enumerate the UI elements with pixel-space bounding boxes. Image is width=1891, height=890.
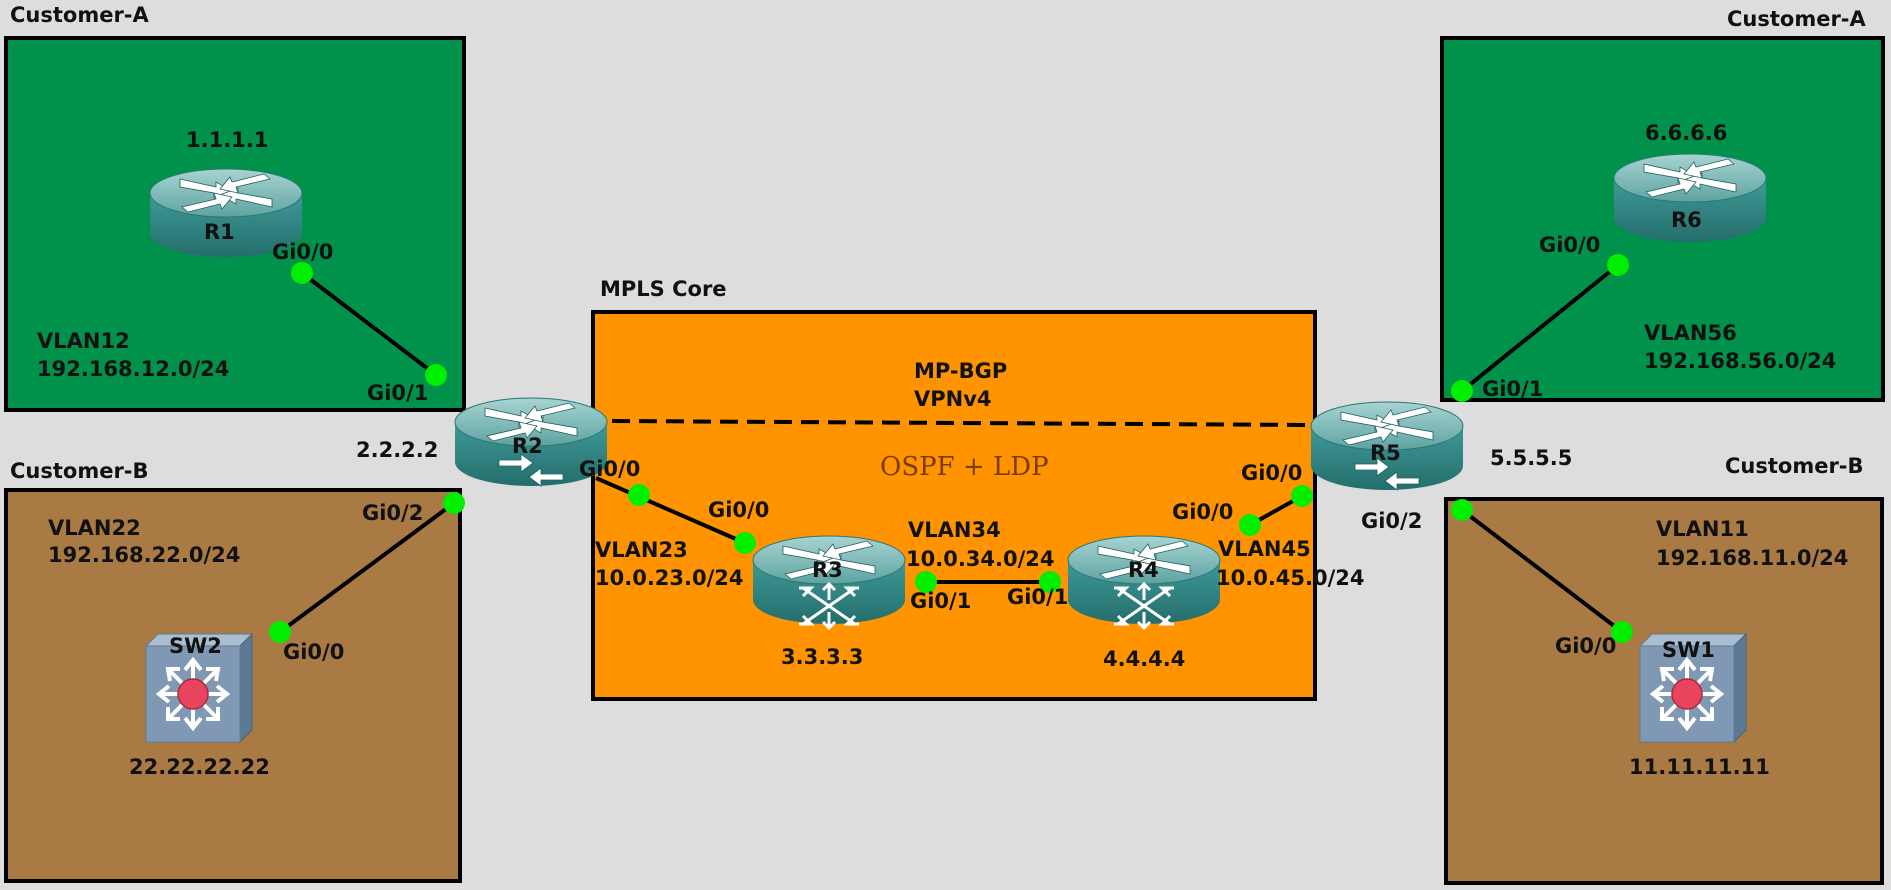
vlan11-name: VLAN11 <box>1656 517 1749 541</box>
vlan12-subnet: 192.168.12.0/24 <box>37 357 230 381</box>
r3-gi01-label: Gi0/1 <box>910 589 972 613</box>
interface-dot-r5-gi01 <box>1451 380 1473 402</box>
vlan34-name: VLAN34 <box>908 518 1001 542</box>
r5-name: R5 <box>1370 441 1401 465</box>
vlan12-name: VLAN12 <box>37 329 130 353</box>
sw2-name: SW2 <box>169 634 222 658</box>
interface-dot-r3-gi00 <box>734 532 756 554</box>
vlan22-name: VLAN22 <box>48 516 141 540</box>
r4-name: R4 <box>1128 558 1159 582</box>
vlan45-name: VLAN45 <box>1218 537 1311 561</box>
r6-name: R6 <box>1671 208 1702 232</box>
vlan45-subnet: 10.0.45.0/24 <box>1216 566 1365 590</box>
vlan22-subnet: 192.168.22.0/24 <box>48 543 241 567</box>
r4-gi00-label: Gi0/0 <box>1172 500 1234 524</box>
vpnv4-label: VPNv4 <box>914 387 992 411</box>
interface-dot-r5-gi02 <box>1451 499 1473 521</box>
interface-dot-r5-gi00 <box>1291 485 1313 507</box>
r5-gi01-label: Gi0/1 <box>1482 377 1544 401</box>
r4-ip: 4.4.4.4 <box>1103 647 1186 671</box>
r3-gi00-label: Gi0/0 <box>708 498 770 522</box>
link-r2-r3 <box>595 476 746 545</box>
sw1-ip: 11.11.11.11 <box>1629 755 1770 779</box>
vlan56-name: VLAN56 <box>1644 321 1737 345</box>
r5-ip: 5.5.5.5 <box>1490 446 1573 470</box>
customer-b-left-title: Customer-B <box>10 459 149 483</box>
r2-gi01-label: Gi0/1 <box>367 381 429 405</box>
interface-dot-r4-gi00 <box>1239 514 1261 536</box>
mpls-core-zone <box>591 310 1317 701</box>
interface-dot-r4-gi01 <box>1039 571 1061 593</box>
interface-dot-r2-gi02 <box>443 492 465 514</box>
r1-name: R1 <box>204 220 235 244</box>
interface-dot-sw1-gi00 <box>1611 621 1633 643</box>
customer-b-right-title: Customer-B <box>1725 454 1864 478</box>
mpbgp-label: MP-BGP <box>914 359 1008 383</box>
r5-gi02-label: Gi0/2 <box>1361 509 1423 533</box>
sw1-gi00-label: Gi0/0 <box>1555 634 1617 658</box>
r2-gi00-label: Gi0/0 <box>579 457 641 481</box>
r3-name: R3 <box>812 558 843 582</box>
r3-ip: 3.3.3.3 <box>781 645 864 669</box>
vlan56-subnet: 192.168.56.0/24 <box>1644 349 1837 373</box>
vlan34-subnet: 10.0.34.0/24 <box>906 547 1055 571</box>
mpls-core-title: MPLS Core <box>600 277 727 301</box>
link-r5-sw1 <box>1460 508 1624 634</box>
link-r1-r2 <box>300 271 438 377</box>
sw2-ip: 22.22.22.22 <box>129 755 270 779</box>
interface-dot-r1-gi00 <box>291 262 313 284</box>
r2-name: R2 <box>512 434 543 458</box>
interface-dot-r2-gi00 <box>628 484 650 506</box>
vlan23-subnet: 10.0.23.0/24 <box>595 566 744 590</box>
link-r2-sw2 <box>278 501 456 634</box>
vlan23-name: VLAN23 <box>595 538 688 562</box>
interface-dot-r3-gi01 <box>915 571 937 593</box>
r6-gi00-label: Gi0/0 <box>1539 233 1601 257</box>
r1-gi00-label: Gi0/0 <box>272 240 334 264</box>
r2-gi02-label: Gi0/2 <box>362 501 424 525</box>
r5-gi00-label: Gi0/0 <box>1241 461 1303 485</box>
interface-dot-r2-gi01 <box>425 364 447 386</box>
interface-dot-r6-gi00 <box>1607 254 1629 276</box>
sw2-gi00-label: Gi0/0 <box>283 640 345 664</box>
link-r5-r6 <box>1460 263 1620 393</box>
customer-a-right-title: Customer-A <box>1727 7 1866 31</box>
customer-a-left-title: Customer-A <box>10 3 149 27</box>
mpbgp-session-line <box>611 419 1314 427</box>
r6-ip: 6.6.6.6 <box>1645 121 1728 145</box>
r4-gi01-label: Gi0/1 <box>1007 585 1069 609</box>
ospf-ldp-label: OSPF + LDP <box>880 452 1049 482</box>
sw1-name: SW1 <box>1662 638 1715 662</box>
r2-ip: 2.2.2.2 <box>356 438 439 462</box>
interface-dot-sw2-gi00 <box>269 621 291 643</box>
r1-ip: 1.1.1.1 <box>186 128 269 152</box>
vlan11-subnet: 192.168.11.0/24 <box>1656 546 1849 570</box>
